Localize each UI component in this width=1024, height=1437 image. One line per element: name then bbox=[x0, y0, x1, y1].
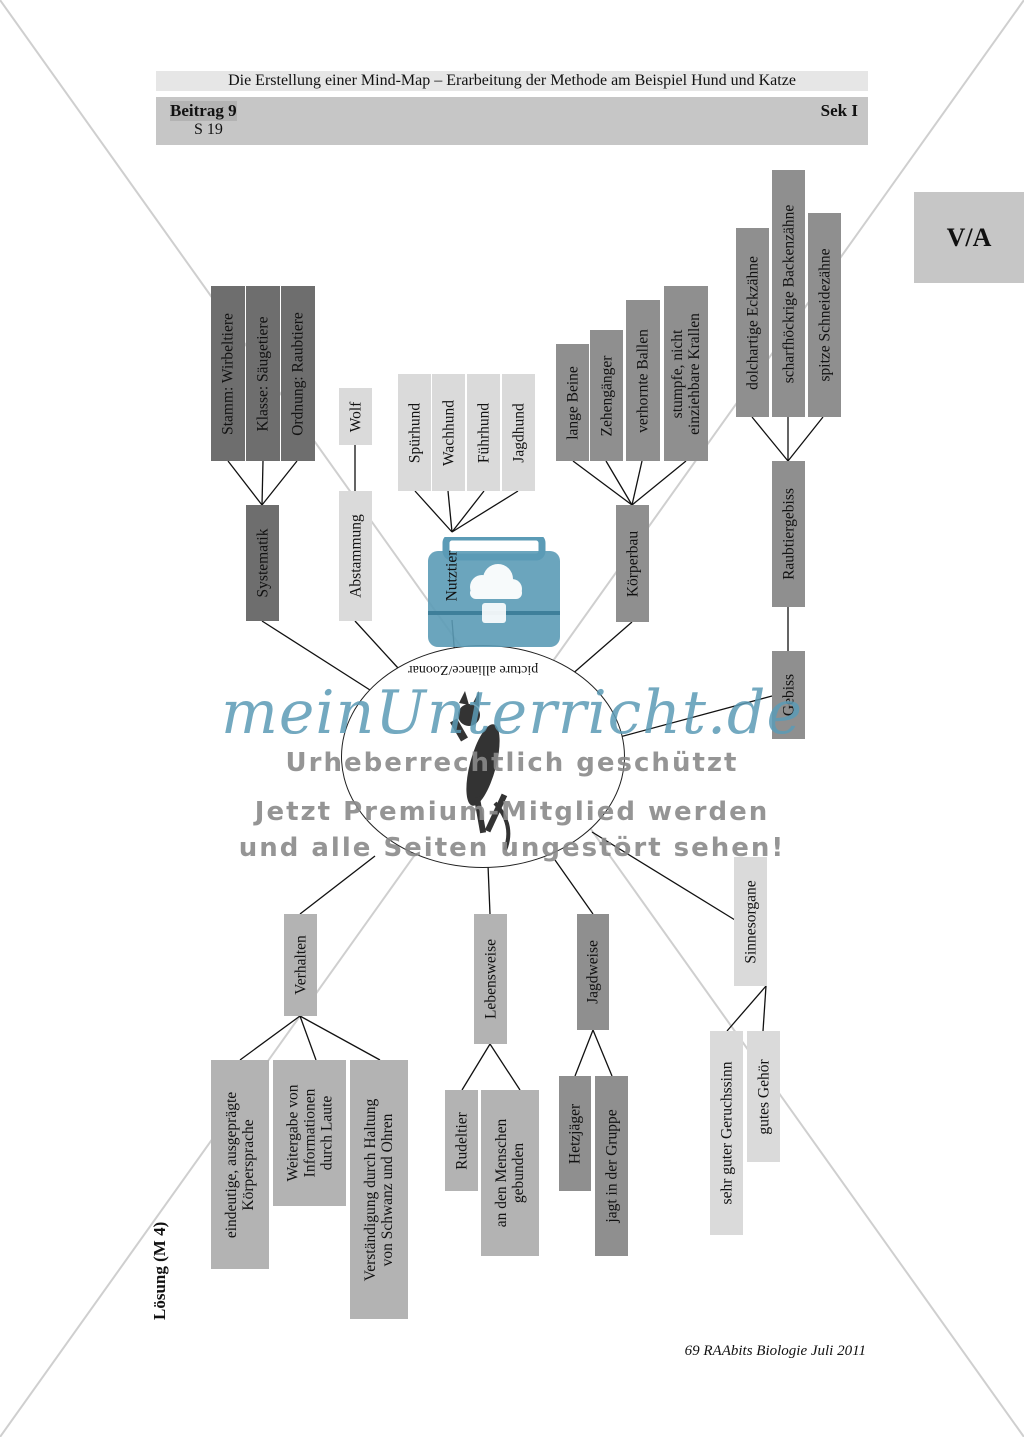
node-ordnung: Ordnung: Raubtiere bbox=[281, 286, 315, 461]
watermark-logo: meinUnterricht.de bbox=[221, 678, 803, 748]
node-sinnesorgane: Sinnesorgane bbox=[734, 857, 767, 986]
footer-source: 69 RAAbits Biologie Juli 2011 bbox=[684, 1343, 866, 1359]
node-klasse: Klasse: Säugetiere bbox=[246, 286, 280, 461]
watermark-line-3: und alle Seiten ungestört sehen! bbox=[238, 833, 786, 863]
node-raubtiergebiss: Raubtiergebiss bbox=[772, 461, 805, 607]
node-verhalten: Verhalten bbox=[284, 914, 317, 1016]
node-systematik: Systematik bbox=[246, 505, 279, 621]
beitrag-label: Beitrag 9 bbox=[170, 101, 237, 121]
page-number: S 19 bbox=[194, 121, 223, 138]
node-zehengaenger: Zehengänger bbox=[590, 330, 623, 461]
node-schneidezaehne: spitze Schneidezähne bbox=[808, 213, 841, 417]
node-gruppe: jagt in der Gruppe bbox=[595, 1076, 628, 1256]
dog-image bbox=[450, 691, 511, 851]
node-gehoer: gutes Gehör bbox=[747, 1031, 780, 1162]
node-nutztier: Nutztier bbox=[443, 550, 460, 602]
solution-label: Lösung (M 4) bbox=[150, 1221, 169, 1320]
node-fuehrhund: Führhund bbox=[467, 374, 500, 491]
node-lebensweise: Lebensweise bbox=[474, 914, 507, 1044]
node-rudeltier: Rudeltier bbox=[445, 1090, 478, 1191]
photo-credit: picture alliance/Zoonar bbox=[408, 662, 539, 677]
node-jagdhund: Jagdhund bbox=[502, 374, 535, 491]
node-gebiss: Gebiss bbox=[772, 651, 805, 739]
level-label: Sek I bbox=[820, 101, 858, 120]
node-hetzjaeger: Hetzjäger bbox=[559, 1076, 591, 1191]
node-lange-beine: lange Beine bbox=[556, 344, 589, 461]
watermark-line-1: Urheberrechtlich geschützt bbox=[285, 748, 739, 778]
briefcase-icon bbox=[428, 537, 560, 647]
section-tab: V/A bbox=[914, 192, 1024, 283]
node-ballen: verhornte Ballen bbox=[626, 300, 660, 461]
header-bar: Beitrag 9 S 19 Sek I bbox=[156, 97, 868, 145]
node-abstammung: Abstammung bbox=[339, 491, 372, 621]
node-wolf: Wolf bbox=[339, 388, 372, 445]
node-geruchssinn: sehr guter Geruchssinn bbox=[710, 1031, 743, 1235]
node-spuerhund: Spürhund bbox=[398, 374, 431, 491]
watermark-line-2: Jetzt Premium-Mitglied werden bbox=[254, 797, 770, 827]
document-title: Die Erstellung einer Mind-Map – Erarbeit… bbox=[156, 71, 868, 91]
node-stamm: Stamm: Wirbeltiere bbox=[211, 286, 245, 461]
node-eckzaehne: dolchartige Eckzähne bbox=[736, 228, 769, 417]
node-wachhund: Wachhund bbox=[432, 374, 465, 491]
node-koerperbau: Körperbau bbox=[616, 505, 649, 622]
node-backenzaehne: scharfhöckrige Backenzähne bbox=[772, 170, 805, 417]
node-jagdweise: Jagdweise bbox=[577, 914, 609, 1030]
